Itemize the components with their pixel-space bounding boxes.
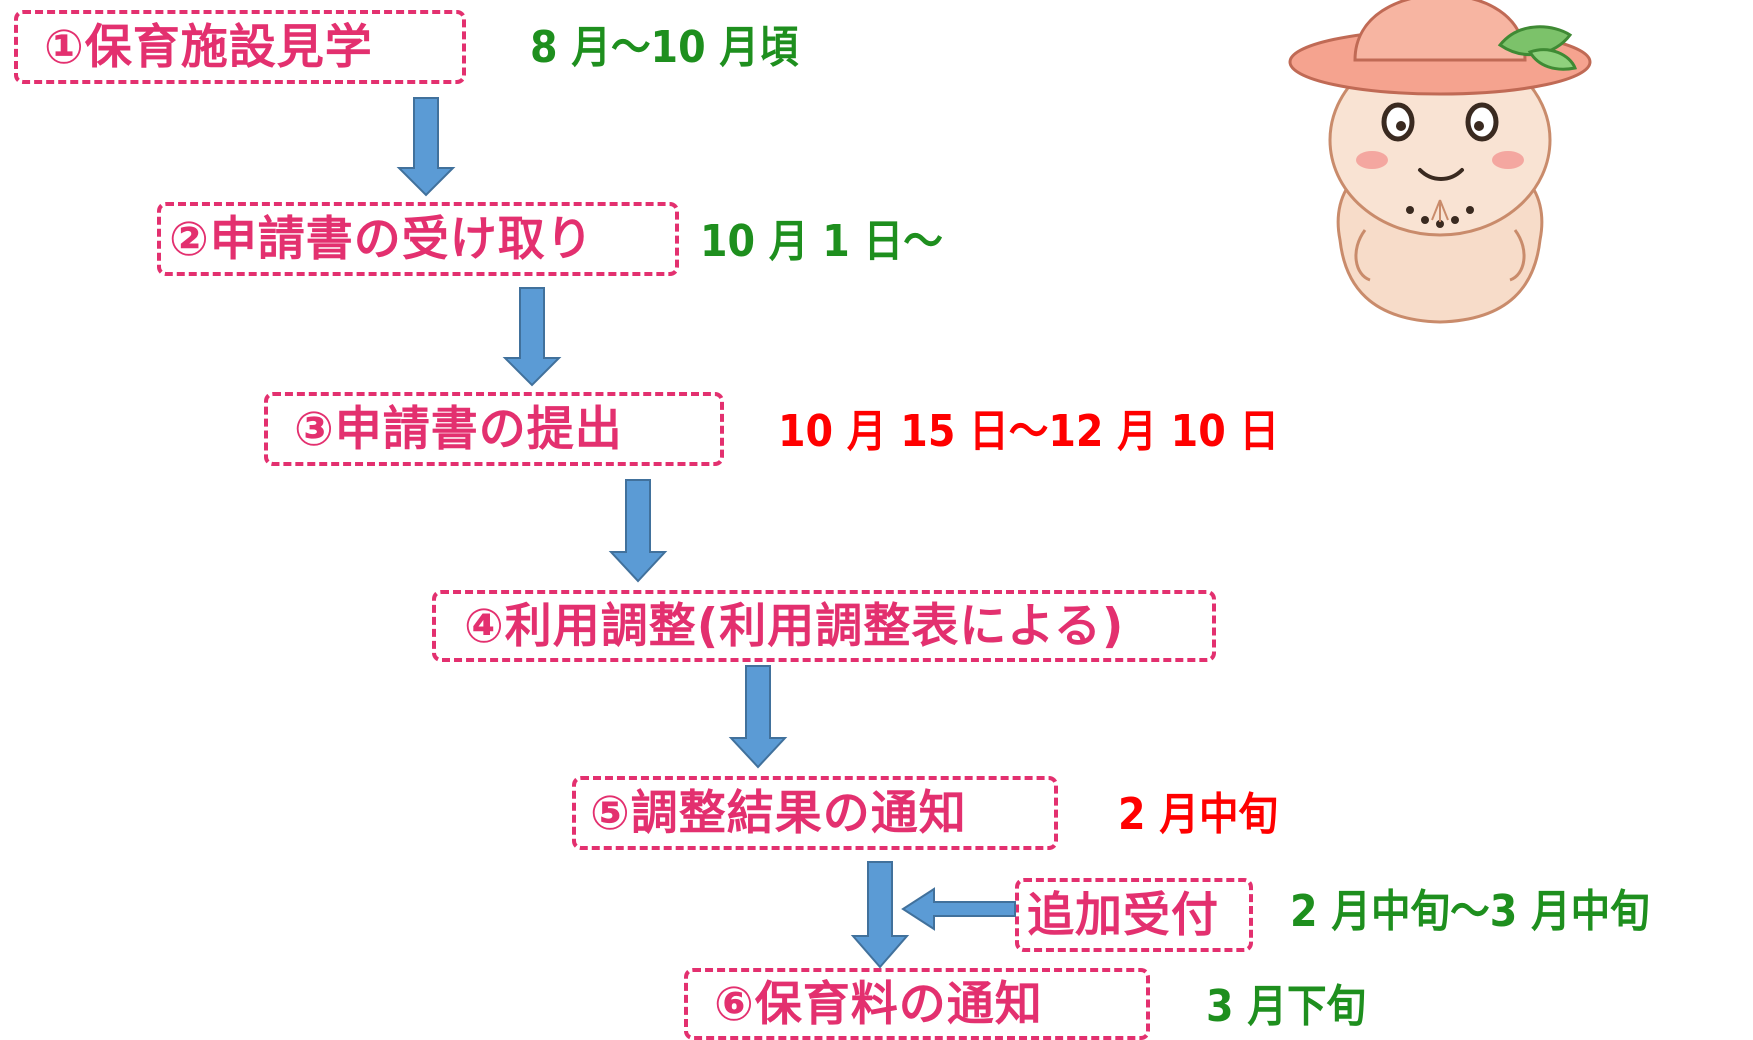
step-2-label: ②申請書の受け取り xyxy=(169,211,594,267)
step-4-box: ④利用調整(利用調整表による) xyxy=(432,590,1216,662)
step-2-date: 10 月 1 日～ xyxy=(700,216,943,267)
step-1-date: 8 月～10 月頃 xyxy=(530,22,799,73)
step-5-date: 2 月中旬 xyxy=(1118,789,1279,840)
step-1-label: ①保育施設見学 xyxy=(44,19,373,75)
step-5-label: ⑤調整結果の通知 xyxy=(590,785,967,841)
step-1-box: ①保育施設見学 xyxy=(14,10,466,84)
arrow-down-3-icon xyxy=(608,479,668,583)
arrow-down-4-icon xyxy=(728,665,788,769)
step-3-date: 10 月 15 日～12 月 10 日 xyxy=(778,406,1280,457)
additional-box: 追加受付 xyxy=(1015,878,1253,952)
arrow-left-icon xyxy=(901,887,1016,931)
additional-date: 2 月中旬～3 月中旬 xyxy=(1290,886,1650,937)
step-3-label: ③申請書の提出 xyxy=(294,401,623,457)
arrow-down-1-icon xyxy=(396,97,456,197)
arrow-down-2-icon xyxy=(502,287,562,387)
arrow-down-5-icon xyxy=(850,861,910,969)
step-4-label: ④利用調整(利用調整表による) xyxy=(464,598,1125,654)
step-3-box: ③申請書の提出 xyxy=(264,392,724,466)
step-2-box: ②申請書の受け取り xyxy=(157,202,679,276)
peach-mascot-icon xyxy=(1288,0,1592,324)
step-5-box: ⑤調整結果の通知 xyxy=(572,776,1058,850)
step-6-label: ⑥保育料の通知 xyxy=(714,976,1043,1032)
additional-label: 追加受付 xyxy=(1027,887,1219,943)
step-6-date: 3 月下旬 xyxy=(1206,981,1367,1032)
step-6-box: ⑥保育料の通知 xyxy=(684,968,1150,1040)
